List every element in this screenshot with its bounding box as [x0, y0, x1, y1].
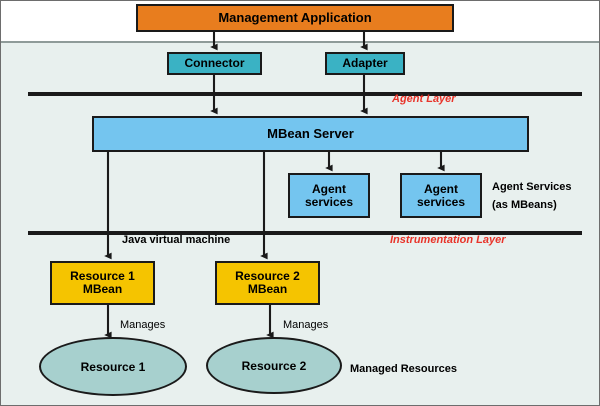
java-virtual-machine-label: Java virtual machine	[122, 234, 231, 246]
adapter-label: Adapter	[342, 56, 388, 71]
resource2-mbean-box[interactable]: Resource 2 MBean	[215, 261, 320, 305]
agent-layer-line	[28, 92, 582, 96]
agent-services-box-1[interactable]: Agent services	[288, 173, 370, 218]
resource1-label: Resource 1	[80, 359, 146, 374]
management-application-box[interactable]: Management Application	[136, 4, 454, 32]
agent-layer-label: Agent Layer	[392, 93, 456, 105]
connector-label: Connector	[184, 56, 245, 71]
agent-services-2-line1: Agent	[424, 181, 458, 196]
management-application-label: Management Application	[218, 9, 372, 25]
manages-label-1: Manages	[120, 319, 166, 331]
agent-services-caption-line2: (as MBeans)	[492, 199, 557, 211]
instrumentation-layer-line	[28, 231, 582, 235]
resource2-ellipse[interactable]: Resource 2	[206, 337, 342, 394]
agent-services-1-line1: Agent	[312, 181, 346, 196]
agent-services-box-2[interactable]: Agent services	[400, 173, 482, 218]
manages-label-2: Manages	[283, 319, 329, 331]
mbean-server-box[interactable]: MBean Server	[92, 116, 529, 152]
resource2-mbean-line1: Resource 2	[235, 269, 300, 284]
adapter-box[interactable]: Adapter	[325, 52, 405, 75]
resource2-mbean-line2: MBean	[247, 282, 288, 296]
agent-services-1-line2: services	[304, 194, 354, 209]
resource1-mbean-box[interactable]: Resource 1 MBean	[50, 261, 155, 305]
resource1-mbean-line2: MBean	[82, 282, 123, 296]
agent-services-caption-line1: Agent Services	[492, 181, 572, 193]
managed-resources-label: Managed Resources	[350, 363, 457, 375]
resource1-mbean-line1: Resource 1	[70, 269, 135, 284]
resource2-label: Resource 2	[241, 358, 307, 373]
connector-box[interactable]: Connector	[167, 52, 262, 75]
instrumentation-layer-label: Instrumentation Layer	[390, 234, 506, 246]
mbean-server-label: MBean Server	[267, 125, 354, 141]
agent-services-2-line2: services	[416, 194, 466, 209]
resource1-ellipse[interactable]: Resource 1	[39, 337, 187, 396]
